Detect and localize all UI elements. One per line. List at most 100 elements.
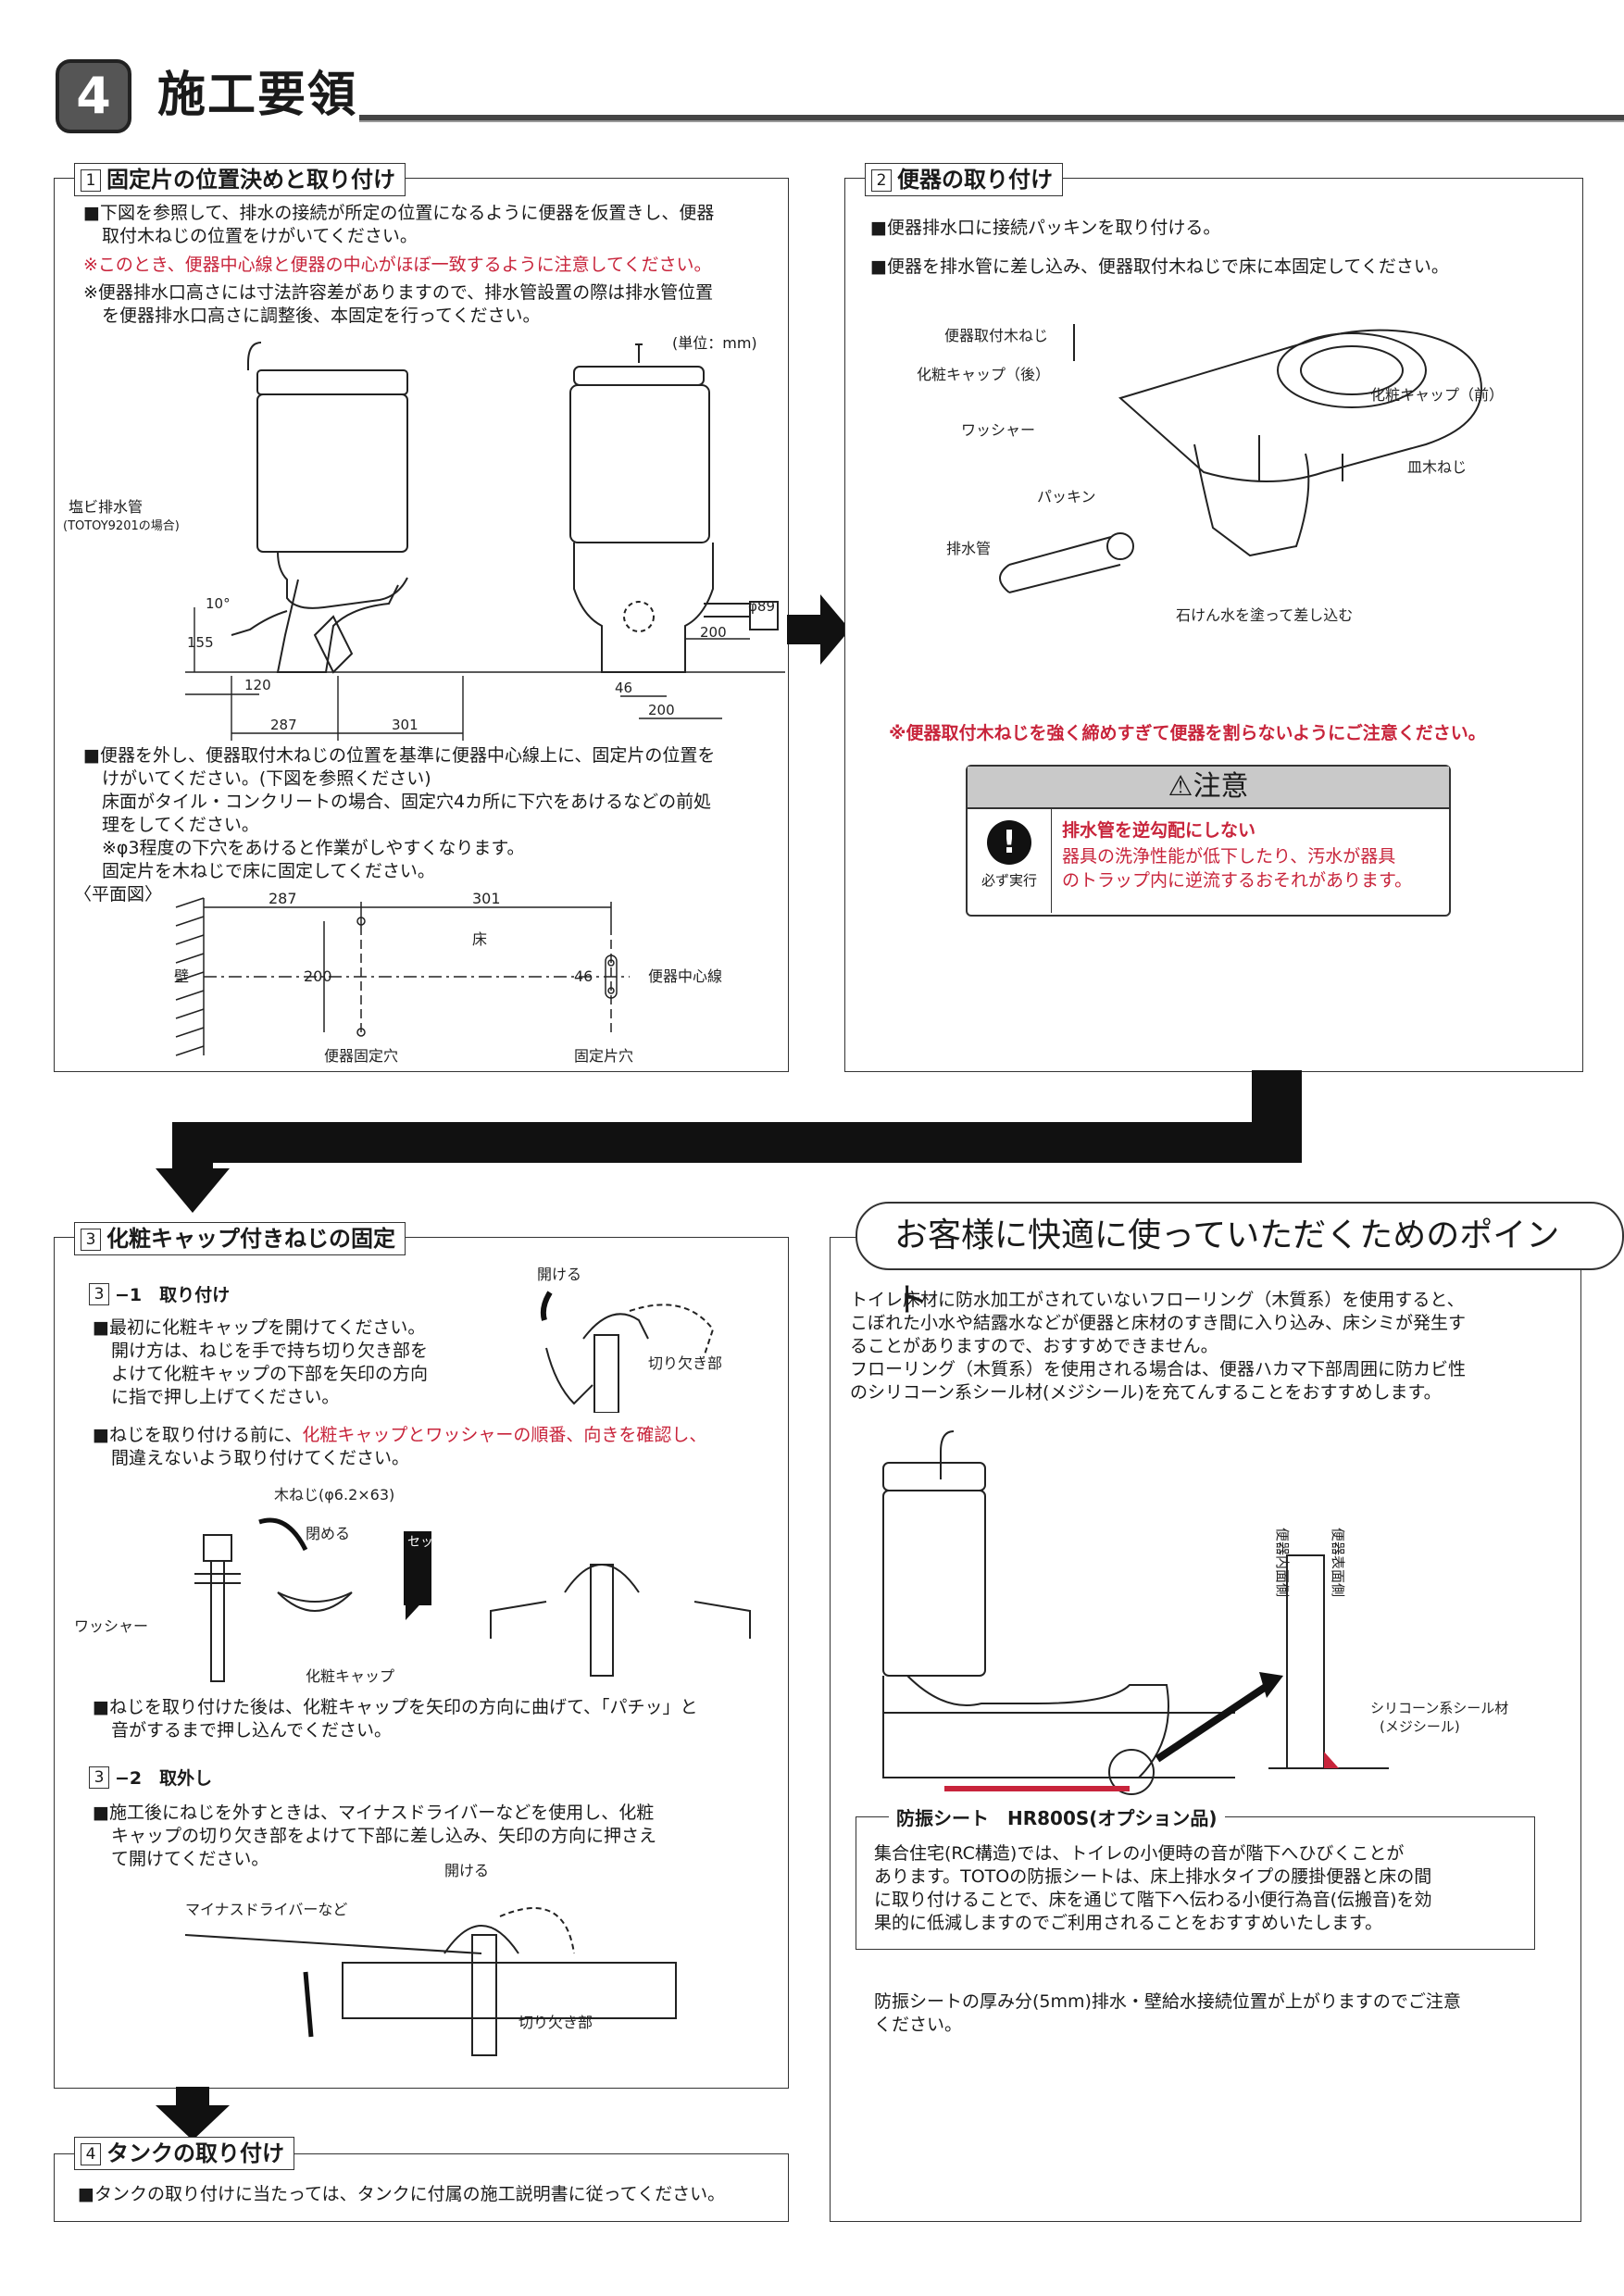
sheet-title: 防振シート HR800S(オプション品) bbox=[889, 1803, 1225, 1830]
label-cap-front: 化粧キャップ（前） bbox=[1370, 386, 1504, 404]
sub1-heading: 3 −1 取り付け bbox=[89, 1283, 230, 1307]
sheet-s2: あります。TOTOの防振シートは、床上排水タイプの腰掛便器と床の間 bbox=[874, 1866, 1432, 1887]
s3-b1-red: 化粧キャップとワッシャーの順番、向きを確認し、 bbox=[302, 1425, 707, 1445]
plan-wall: 壁 bbox=[174, 967, 189, 985]
s4-para: ■タンクの取り付けに当たっては、タンクに付属の施工説明書に従ってください。 bbox=[78, 2184, 726, 2204]
s1-para5: 床面がタイル・コンクリートの場合、固定穴4カ所に下穴をあけるなどの前処 bbox=[102, 792, 712, 812]
s1-note-red: ※このとき、便器中心線と便器の中心がほぼ一致するように注意してください。 bbox=[83, 255, 712, 275]
inner-label: 便器内面側 bbox=[1274, 1528, 1291, 1597]
section-4-title-text: タンクの取り付け bbox=[106, 2140, 284, 2166]
section-number-badge: 4 bbox=[56, 59, 131, 133]
s3-d3: て開けてください。 bbox=[111, 1849, 269, 1869]
open-label: 開ける bbox=[537, 1266, 581, 1283]
cap-remove-diagram: 開ける マイナスドライバーなど 切り欠き部 bbox=[184, 1862, 677, 2056]
caution-body2: のトラップ内に逆流するおそれがあります。 bbox=[1062, 870, 1413, 891]
header: 4 施工要領 bbox=[54, 56, 1624, 139]
label-dish-screw: 皿木ねじ bbox=[1407, 458, 1467, 476]
s3-b1-text: ■ねじを取り付ける前に、 bbox=[93, 1425, 303, 1445]
open2-label: 開ける bbox=[444, 1862, 489, 1879]
section-2-title-text: 便器の取り付け bbox=[897, 167, 1053, 193]
s1-para6: ※φ3程度の下穴をあけると作業がしやすくなります。 bbox=[102, 838, 525, 858]
cap-label: 化粧キャップ bbox=[306, 1667, 394, 1685]
caution-title: 注意 bbox=[1193, 770, 1249, 803]
flow-connector-h bbox=[172, 1122, 1302, 1163]
seal-diagram: 便器内面側 便器表面側 シリコーン系シール材 (メジシール) bbox=[882, 1430, 1508, 1795]
s3-a2: 開け方は、ねじを手で持ち切り欠き部を bbox=[111, 1341, 429, 1361]
toilet-install-diagram: 便器取付木ねじ 化粧キャップ（後） ワッシャー パッキン 排水管 化粧キャップ（… bbox=[917, 324, 1504, 624]
must-label: 必ず実行 bbox=[981, 872, 1037, 889]
plan-hole: 便器固定穴 bbox=[324, 1047, 398, 1065]
s3-c2: 音がするまで押し込んでください。 bbox=[111, 1720, 393, 1741]
pipe-label: 塩ビ排水管 bbox=[69, 498, 144, 516]
page-title: 施工要領 bbox=[157, 68, 358, 123]
sub2-number: 3 bbox=[89, 1766, 109, 1789]
s3-a3: よけて化粧キャップの下部を矢印の方向 bbox=[111, 1364, 429, 1384]
s2-warning: ※便器取付木ねじを強く締めすぎて便器を割らないようにご注意ください。 bbox=[889, 723, 1486, 743]
tips-t4: フローリング（木質系）を使用される場合は、便器ハカマ下部周囲に防カビ性 bbox=[850, 1359, 1467, 1379]
s1-note-b: を便器排水口高さに調整後、本固定を行ってください。 bbox=[102, 306, 541, 326]
after-label: セット後 bbox=[407, 1535, 459, 1550]
s1-para1b: 取付木ねじの位置をけがいてください。 bbox=[102, 226, 418, 246]
sub1-number: 3 bbox=[89, 1283, 109, 1305]
sub1-text: −1 取り付け bbox=[115, 1285, 231, 1305]
sheet-s3: に取り付けることで、床を通じて階下へ伝わる小便行為音(伝搬音)を効 bbox=[874, 1890, 1432, 1910]
s3-b2: 間違えないよう取り付けてください。 bbox=[111, 1448, 410, 1468]
s3-c1: ■ねじを取り付けた後は、化粧キャップを矢印の方向に曲げて、「パチッ」と bbox=[93, 1697, 698, 1717]
caution-body1: 器具の洗浄性能が低下したり、汚水が器具 bbox=[1062, 846, 1396, 867]
s3-d1: ■施工後にねじを外すときは、マイナスドライバーなどを使用し、化粧 bbox=[93, 1803, 655, 1823]
s1-para5b: 理をしてください。 bbox=[102, 815, 259, 835]
section-3-box bbox=[54, 1237, 789, 2089]
caution-head: 排水管を逆勾配にしない bbox=[1062, 820, 1256, 841]
dim-10: 10° bbox=[206, 595, 231, 612]
section-1-number: 1 bbox=[81, 169, 101, 192]
s2-para2: ■便器を排水管に差し込み、便器取付木ねじで床に本固定してください。 bbox=[870, 256, 1449, 277]
seal-label-2: (メジシール) bbox=[1380, 1718, 1460, 1735]
driver-label: マイナスドライバーなど bbox=[185, 1901, 347, 1918]
sheet-s4: 果的に低減しますのでご利用されることをおすすめいたします。 bbox=[874, 1913, 1383, 1933]
tips-n2: ください。 bbox=[874, 2015, 963, 2035]
s1-para1: ■下図を参照して、排水の接続が所定の位置になるように便器を仮置きし、便器 bbox=[83, 203, 715, 223]
close-label: 閉める bbox=[306, 1525, 350, 1542]
dim-200a: 200 bbox=[700, 624, 727, 641]
s1-note: ※便器排水口高さには寸法許容差がありますので、排水管設置の際は排水管位置 bbox=[83, 282, 714, 303]
section-3-title-text: 化粧キャップ付きねじの固定 bbox=[106, 1226, 395, 1252]
notch-label: 切り欠き部 bbox=[648, 1354, 722, 1372]
s3-d2: キャップの切り欠き部をよけて下部に差し込み、矢印の方向に押さえ bbox=[111, 1826, 657, 1846]
flow-arrow-down-2 bbox=[156, 2087, 230, 2140]
s3-a1: ■最初に化粧キャップを開けてください。 bbox=[93, 1317, 426, 1338]
label-cap-back: 化粧キャップ（後） bbox=[917, 366, 1050, 383]
section-3-number: 3 bbox=[81, 1229, 101, 1251]
s1-para7: 固定片を木ねじで床に固定してください。 bbox=[102, 861, 435, 881]
dim-301: 301 bbox=[392, 717, 418, 733]
plan-301: 301 bbox=[472, 890, 501, 907]
tips-n1: 防振シートの厚み分(5mm)排水・壁給水接続位置が上がりますのでご注意 bbox=[874, 1991, 1461, 2012]
sub2-heading: 3 −2 取外し bbox=[89, 1766, 212, 1791]
tips-t1: トイレ床材に防水加工がされていないフローリング（木質系）を使用すると、 bbox=[850, 1290, 1465, 1310]
sub2-text: −2 取外し bbox=[115, 1768, 213, 1789]
notch2-label: 切り欠き部 bbox=[518, 2014, 593, 2031]
s1-para4: ■便器を外し、便器取付木ねじの位置を基準に便器中心線上に、固定片の位置を bbox=[83, 745, 716, 766]
sheet-s1: 集合住宅(RC構造)では、トイレの小便時の音が階下へひびくことが bbox=[874, 1843, 1405, 1864]
section-2-box bbox=[844, 178, 1583, 1072]
outer-label: 便器表面側 bbox=[1330, 1528, 1346, 1597]
section-1-box bbox=[54, 178, 789, 1072]
toilet-elevation-diagram: 10° 155 120 287 301 200 200 46 φ89 bbox=[185, 342, 785, 741]
cap-open-diagram: 開ける 切り欠き部 bbox=[537, 1266, 722, 1413]
plan-center-line: 便器中心線 bbox=[648, 967, 722, 985]
plan-piece: 固定片穴 bbox=[574, 1047, 633, 1065]
tips-t3: ることがありますので、おすすめできません。 bbox=[850, 1336, 1218, 1356]
section-2-number: 2 bbox=[871, 169, 892, 192]
s1-para4b: けがいてください。(下図を参照ください) bbox=[102, 768, 431, 789]
section-4-number: 4 bbox=[81, 2143, 101, 2165]
warning-triangle-icon: ⚠ bbox=[1168, 770, 1193, 803]
flow-arrow-down bbox=[156, 1168, 230, 1213]
dim-89: φ89 bbox=[748, 598, 775, 615]
caution-box: ⚠注意 ! 必ず実行 排水管を逆勾配にしない 器具の洗浄性能が低下したり、汚水が… bbox=[966, 765, 1451, 917]
label-screw: 便器取付木ねじ bbox=[944, 327, 1048, 344]
s3-b1: ■ねじを取り付ける前に、化粧キャップとワッシャーの順番、向きを確認し、 bbox=[93, 1424, 706, 1447]
screw-cap-diagram: 木ねじ(φ6.2×63) 閉める ワッシャー 化粧キャップ セット後 bbox=[74, 1486, 751, 1685]
